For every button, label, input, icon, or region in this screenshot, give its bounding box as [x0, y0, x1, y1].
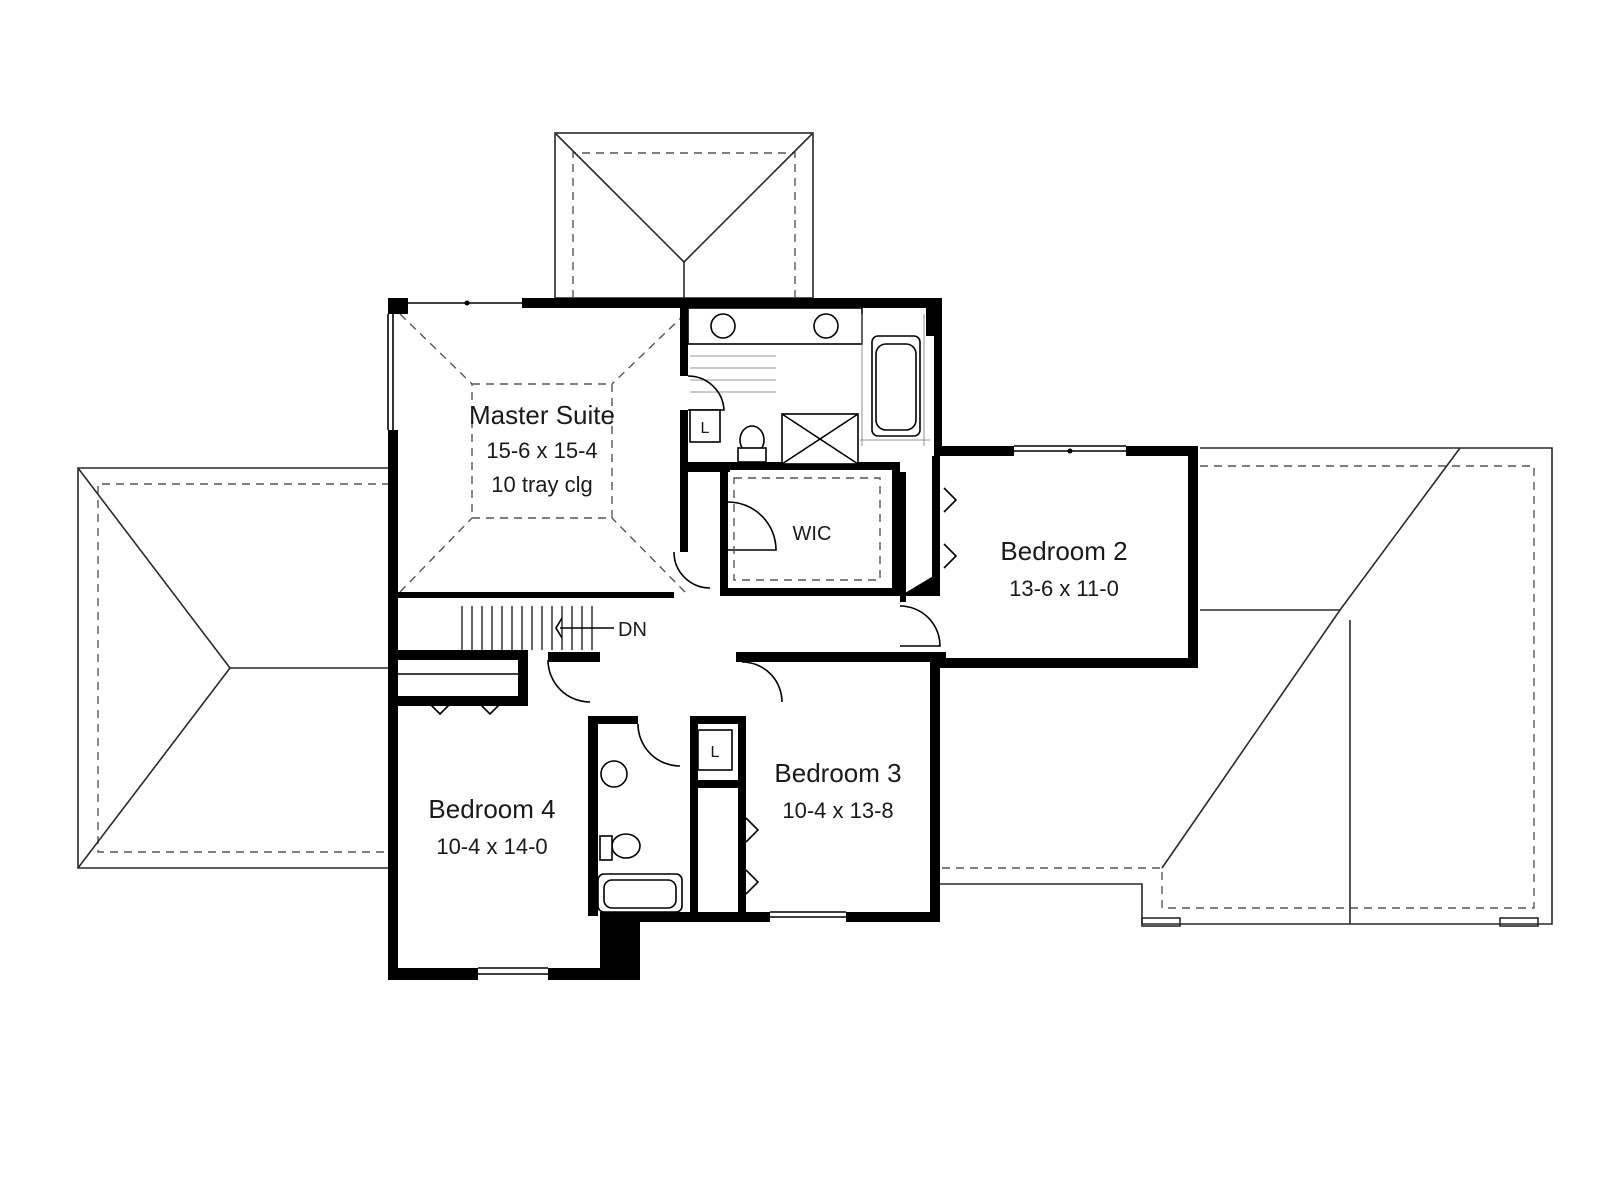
wic-name: WIC	[793, 523, 832, 545]
master-suite-note: 10 tray clg	[491, 472, 593, 497]
sink-icon	[600, 760, 628, 788]
tray-ceiling	[399, 313, 686, 593]
doors	[398, 487, 958, 895]
master-bath	[687, 307, 930, 465]
bedroom4-dims: 10-4 x 14-0	[436, 834, 547, 859]
stairs: DN	[461, 606, 647, 650]
roof-top	[554, 132, 814, 299]
linen-label: L	[711, 744, 720, 761]
room-labels: Master Suite 15-6 x 15-4 10 tray clg WIC…	[428, 400, 1127, 859]
interior-walls	[398, 298, 946, 916]
windows	[387, 300, 1126, 969]
linen-closet-master: L	[689, 409, 721, 443]
roof-right	[940, 447, 1553, 927]
bedroom3-name: Bedroom 3	[774, 758, 901, 788]
sink-icon	[710, 313, 736, 339]
sink-icon	[813, 313, 839, 339]
roof-left	[77, 467, 390, 869]
exterior-walls	[388, 298, 1198, 980]
master-suite-dims: 15-6 x 15-4	[486, 438, 597, 463]
toilet-icon	[611, 833, 641, 859]
wic-shelving	[733, 477, 881, 581]
bedroom3-dims: 10-4 x 13-8	[782, 798, 893, 823]
master-suite-name: Master Suite	[469, 400, 615, 430]
bedroom2-name: Bedroom 2	[1000, 536, 1127, 566]
linen-label: L	[701, 420, 710, 437]
stairs-label: DN	[618, 619, 647, 641]
hall-bath: L	[597, 729, 733, 913]
bedroom2-dims: 13-6 x 11-0	[1009, 576, 1119, 601]
bedroom4-name: Bedroom 4	[428, 794, 555, 824]
